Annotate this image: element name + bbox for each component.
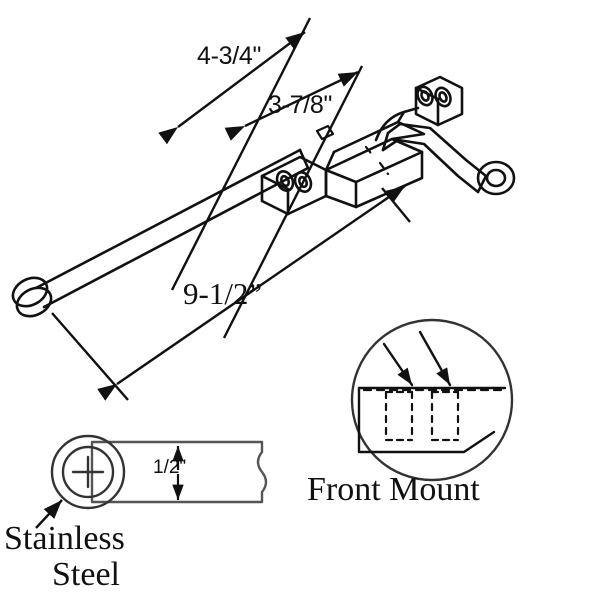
ext-tick-arm-tip — [51, 312, 129, 401]
operator-housing-block — [315, 120, 426, 209]
detail-arrow-2 — [418, 330, 452, 387]
mount-hole-outer — [416, 85, 434, 107]
roller-eyelet-outer — [476, 160, 516, 196]
mount-type-caption: Front Mount — [307, 471, 480, 508]
bar-cross-section-view — [50, 434, 268, 510]
link-arm — [374, 106, 516, 196]
material-callout-line2: Steel — [52, 556, 120, 593]
mount-hole-inner — [434, 86, 452, 108]
dimension-label-3-7-8: 3-7/8" — [268, 91, 333, 119]
dim-line-3-7-8 — [224, 70, 359, 141]
stainless-steel-leader — [35, 499, 63, 529]
front-mount-detail — [350, 318, 514, 482]
detail-circle-boundary — [350, 318, 514, 482]
end-cap-outer-circle — [50, 434, 126, 510]
ext-tick-housing — [381, 187, 411, 223]
mounting-bracket-right — [414, 75, 464, 127]
detail-arrow-1 — [382, 342, 414, 387]
dimension-lines-layer — [51, 17, 411, 401]
material-callout-line1: Stainless — [4, 520, 125, 557]
dimension-label-4-3-4: 4-3/4" — [197, 42, 262, 70]
dimension-label-9-1-2: 9-1/2” — [183, 276, 263, 311]
dimension-label-1-2: 1/2" — [153, 457, 187, 478]
end-cap-inner-circle — [61, 445, 115, 499]
dim-line-9-1-2 — [97, 185, 406, 401]
roller-eyelet-inner — [485, 168, 507, 188]
